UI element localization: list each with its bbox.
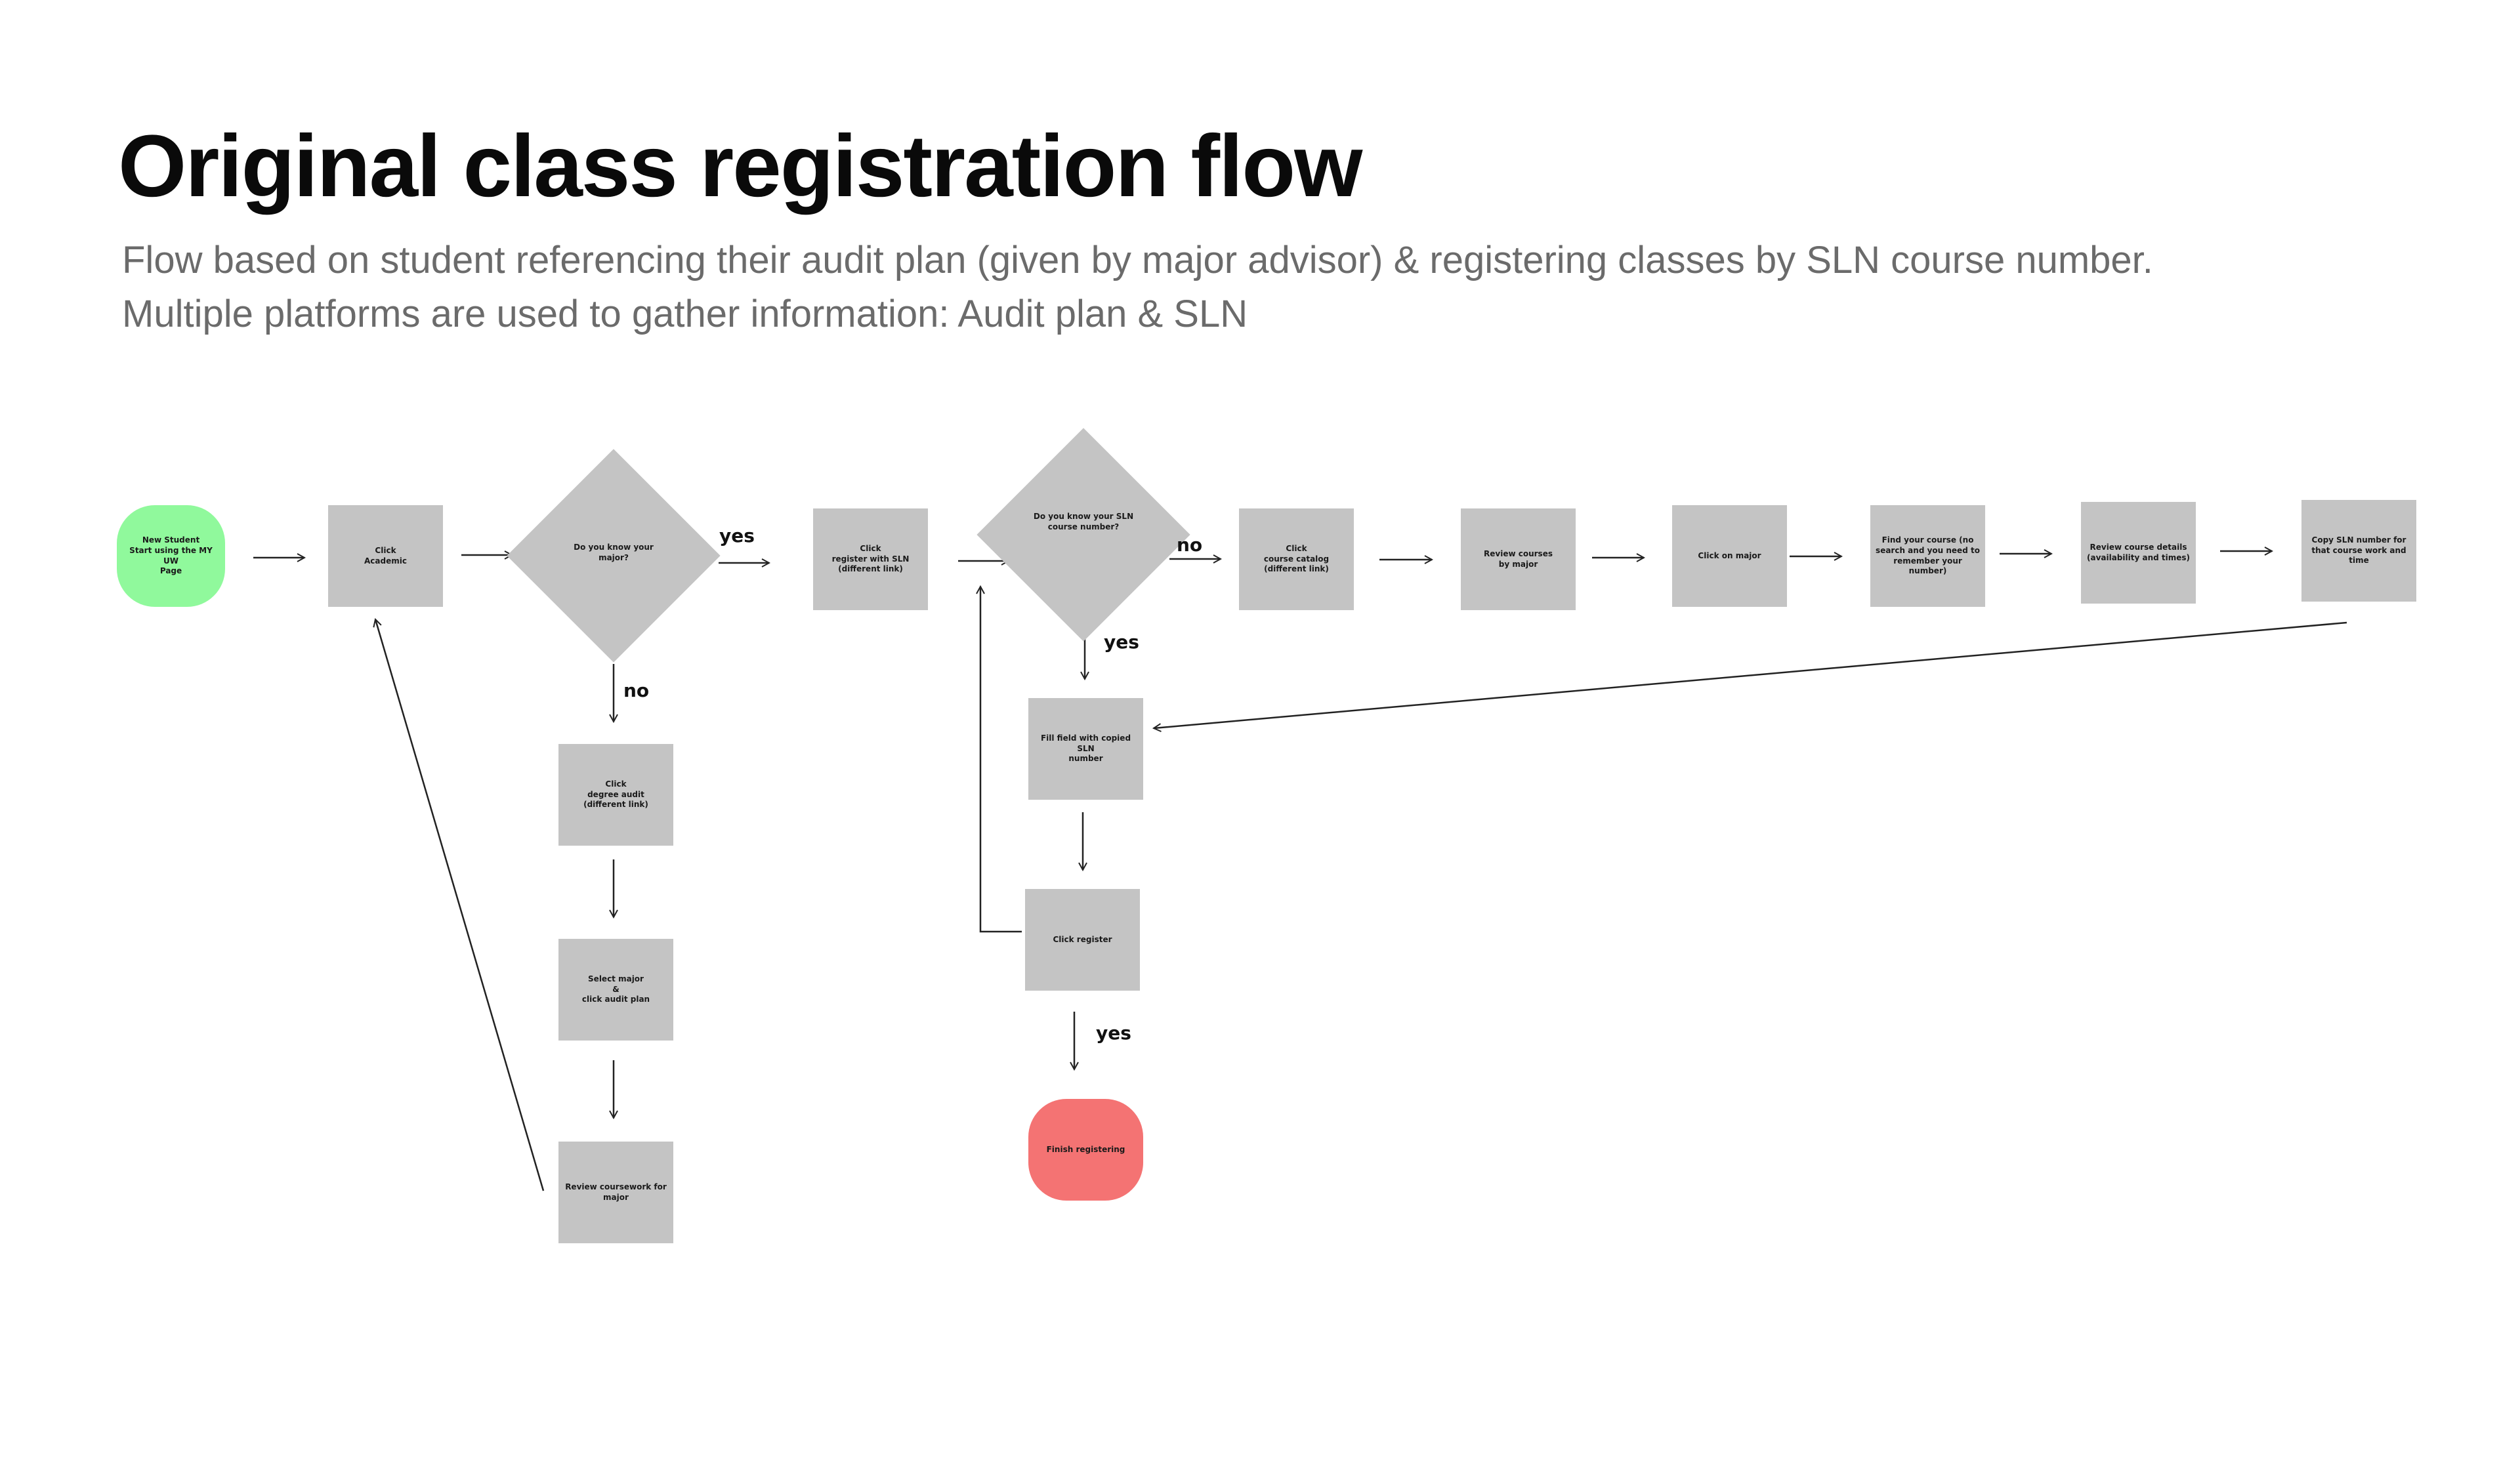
edge-register-loop-back <box>980 587 1022 933</box>
page-title: Original class registration flow <box>118 117 1362 215</box>
edge-label-major-yes: yes <box>719 525 755 547</box>
click-register-node: Click register <box>1025 889 1140 991</box>
copy-sln-label: Copy SLN number for that course work and… <box>2311 535 2406 566</box>
select-major-label: Select major & click audit plan <box>581 974 650 1004</box>
review-details-node: Review course details (availability and … <box>2081 502 2196 604</box>
click-major-node: Click on major <box>1672 505 1787 607</box>
review-by-major-node: Review courses by major <box>1461 508 1576 610</box>
fill-field-node: Fill field with copied SLN number <box>1028 698 1143 800</box>
click-major-label: Click on major <box>1698 550 1761 560</box>
finish-label: Finish registering <box>1046 1144 1125 1154</box>
review-by-major-label: Review courses by major <box>1484 548 1553 569</box>
register-sln-node: Click register with SLN (different link) <box>813 508 928 610</box>
find-course-node: Find your course (no search and you need… <box>1870 505 1985 607</box>
page-subtitle-line-2: Multiple platforms are used to gather in… <box>122 293 1248 335</box>
click-academic-node: Click Academic <box>328 505 443 607</box>
fill-field-label: Fill field with copied SLN number <box>1040 733 1131 764</box>
review-coursework-label: Review coursework for major <box>565 1182 667 1202</box>
start-node-label: New Student Start using the MY UW Page <box>129 535 213 576</box>
find-course-label: Find your course (no search and you need… <box>1876 535 1980 576</box>
copy-sln-node: Copy SLN number for that course work and… <box>2301 500 2416 602</box>
edge-label-sln-no: no <box>1177 534 1203 556</box>
select-major-node: Select major & click audit plan <box>558 939 673 1041</box>
edge-label-major-no: no <box>623 680 650 701</box>
review-coursework-node: Review coursework for major <box>558 1142 673 1243</box>
degree-audit-node: Click degree audit (different link) <box>558 744 673 846</box>
course-catalog-label: Click course catalog (different link) <box>1263 544 1330 574</box>
finish-node: Finish registering <box>1028 1099 1143 1201</box>
edge-review-coursework-back <box>375 619 545 1191</box>
click-academic-label: Click Academic <box>364 545 407 566</box>
degree-audit-label: Click degree audit (different link) <box>583 779 648 810</box>
know-sln-label: Do you know your SLN course number? <box>1033 512 1134 531</box>
start-node: New Student Start using the MY UW Page <box>117 505 225 607</box>
edge-copy-to-fill <box>1154 621 2347 728</box>
course-catalog-node: Click course catalog (different link) <box>1239 508 1354 610</box>
register-sln-label: Click register with SLN (different link) <box>831 544 910 574</box>
edge-label-sln-yes: yes <box>1104 631 1139 653</box>
page-subtitle-line-1: Flow based on student referencing their … <box>122 239 2153 281</box>
click-register-label: Click register <box>1053 934 1112 944</box>
review-details-label: Review course details (availability and … <box>2086 542 2191 562</box>
know-major-label: Do you know your major? <box>574 543 654 562</box>
edge-label-register-yes: yes <box>1096 1022 1131 1044</box>
